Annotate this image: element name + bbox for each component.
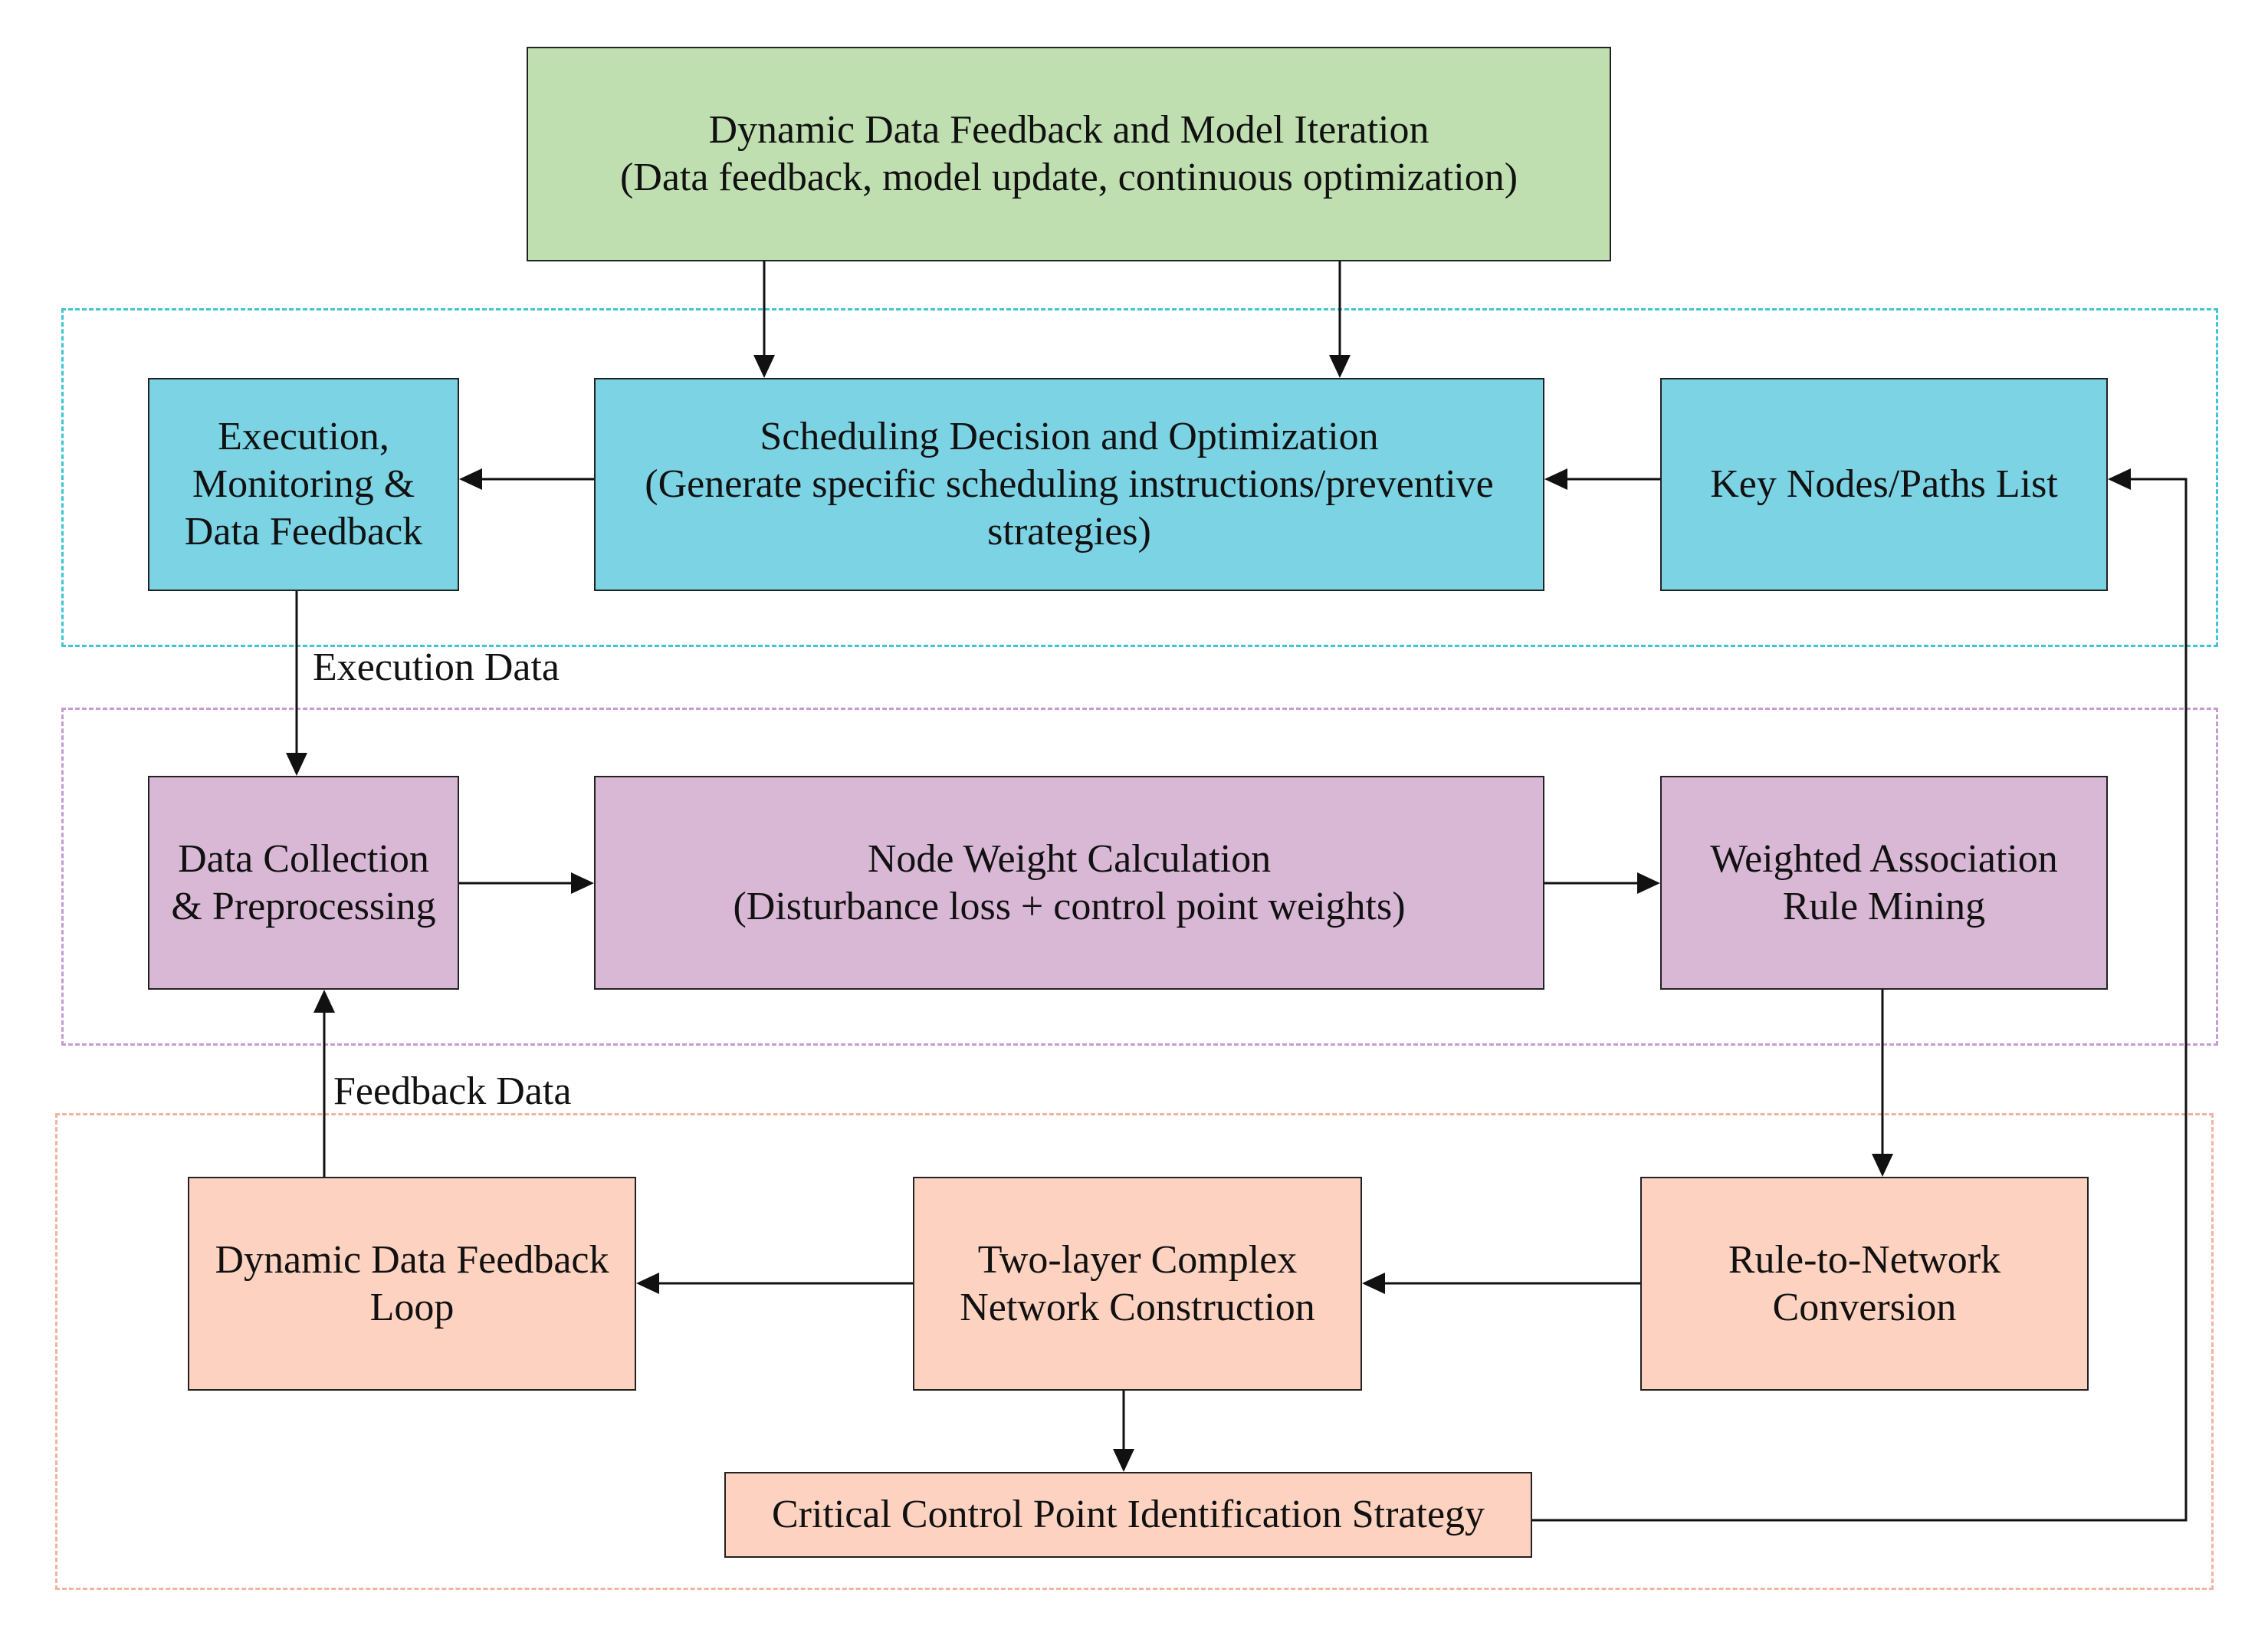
scheduling-decision-line3: strategies) [987,510,1151,553]
rule-to-network-line2: Conversion [1772,1285,1957,1329]
execution-monitoring-line3: Data Feedback [184,510,423,553]
critical-control-point-label: Critical Control Point Identification St… [771,1493,1485,1536]
execution-data-label: Execution Data [313,645,560,689]
node-weight-title: Node Weight Calculation [867,836,1272,881]
two-layer-network-line1: Two-layer Complex [977,1237,1298,1282]
rule-to-network-box: Rule-to-Network Conversion [1640,1177,2089,1391]
scheduling-decision-line2: (Generate specific scheduling instructio… [645,462,1494,506]
node-weight-box: Node Weight Calculation (Disturbance los… [594,776,1544,990]
weighted-rule-line1: Weighted Association [1710,836,2058,881]
feedback-data-label: Feedback Data [333,1069,572,1113]
execution-monitoring-line2: Monitoring & [192,462,415,506]
model-iteration-subtitle: (Data feedback, model update, continuous… [619,156,1518,199]
execution-monitoring-box: Execution, Monitoring & Data Feedback [148,378,459,591]
feedback-loop-box: Dynamic Data Feedback Loop [188,1177,636,1391]
data-collection-line1: Data Collection [178,836,429,881]
network-layer-frame [55,1113,2214,1590]
model-iteration-title: Dynamic Data Feedback and Model Iteratio… [708,108,1429,152]
critical-control-point-box: Critical Control Point Identification St… [724,1472,1532,1558]
two-layer-network-box: Two-layer Complex Network Construction [913,1177,1362,1391]
scheduling-decision-title: Scheduling Decision and Optimization [760,415,1379,458]
data-collection-box: Data Collection & Preprocessing [148,776,459,990]
execution-monitoring-line1: Execution, [218,415,389,458]
weighted-rule-box: Weighted Association Rule Mining [1660,776,2108,990]
data-collection-line2: & Preprocessing [171,884,436,928]
scheduling-decision-box: Scheduling Decision and Optimization (Ge… [594,378,1544,591]
rule-to-network-line1: Rule-to-Network [1728,1237,2001,1282]
node-weight-subtitle: (Disturbance loss + control point weight… [733,884,1406,928]
feedback-loop-line1: Dynamic Data Feedback [215,1237,609,1282]
weighted-rule-line2: Rule Mining [1782,884,1986,928]
scheduling-layer-frame [61,308,2218,647]
key-nodes-box: Key Nodes/Paths List [1660,378,2108,591]
key-nodes-label: Key Nodes/Paths List [1710,462,2058,506]
model-iteration-box: Dynamic Data Feedback and Model Iteratio… [527,47,1611,261]
analysis-layer-frame [61,708,2218,1046]
two-layer-network-line2: Network Construction [960,1285,1315,1329]
feedback-loop-line2: Loop [369,1285,455,1329]
